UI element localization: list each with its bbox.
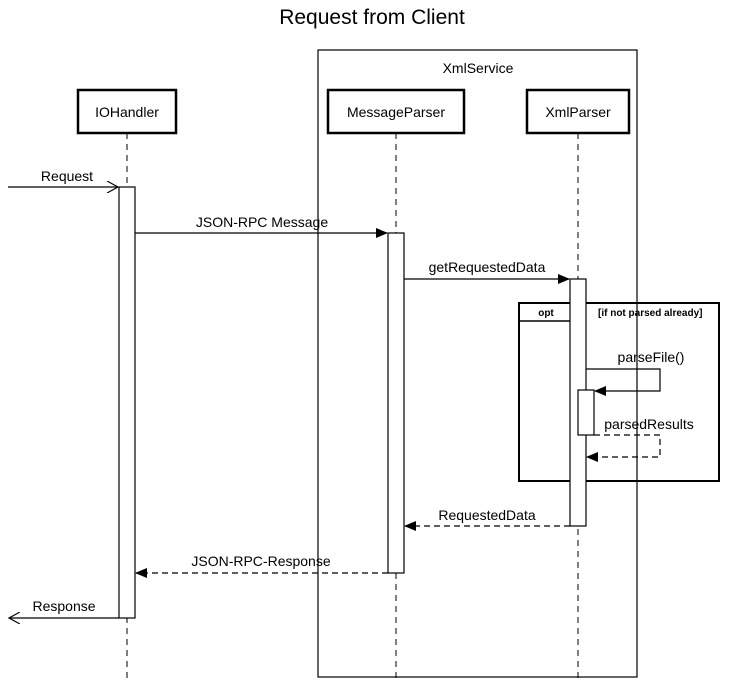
message-request: Request	[8, 168, 118, 187]
messageparser-activation	[387, 232, 405, 574]
participant-messageparser-label: MessageParser	[347, 104, 445, 120]
participant-messageparser: MessageParser	[326, 88, 466, 135]
message-requested-data: RequestedData	[404, 507, 570, 531]
message-get-requested-data-label: getRequestedData	[429, 259, 546, 275]
message-json-rpc-response-label: JSON-RPC-Response	[191, 553, 330, 569]
xmlservice-container	[317, 49, 638, 678]
participant-xmlparser: XmlParser	[525, 88, 631, 135]
participant-xmlparser-label: XmlParser	[545, 104, 611, 120]
message-json-rpc-label: JSON-RPC Message	[196, 214, 328, 230]
opt-operator: opt	[538, 308, 554, 319]
message-get-requested-data: getRequestedData	[404, 259, 570, 284]
iohandler-activation	[118, 186, 136, 619]
participant-iohandler: IOHandler	[76, 88, 178, 135]
message-json-rpc: JSON-RPC Message	[135, 214, 388, 238]
message-response-label: Response	[32, 598, 95, 614]
xmlservice-label: XmlService	[443, 60, 514, 76]
message-json-rpc-response: JSON-RPC-Response	[135, 553, 388, 578]
opt-fragment: opt [if not parsed already]	[518, 302, 720, 482]
message-parse-file: parseFile()	[586, 349, 685, 396]
diagram-title: Request from Client	[279, 6, 465, 29]
xmlparser-nested-activation	[577, 389, 595, 436]
participant-iohandler-label: IOHandler	[95, 104, 159, 120]
message-request-label: Request	[41, 168, 93, 184]
message-response: Response	[9, 598, 119, 618]
opt-guard: [if not parsed already]	[598, 308, 702, 319]
message-requested-data-label: RequestedData	[438, 507, 536, 523]
message-parsed-results: parsedResults	[586, 416, 694, 462]
message-parsed-results-label: parsedResults	[604, 416, 694, 432]
message-parse-file-label: parseFile()	[618, 349, 685, 365]
